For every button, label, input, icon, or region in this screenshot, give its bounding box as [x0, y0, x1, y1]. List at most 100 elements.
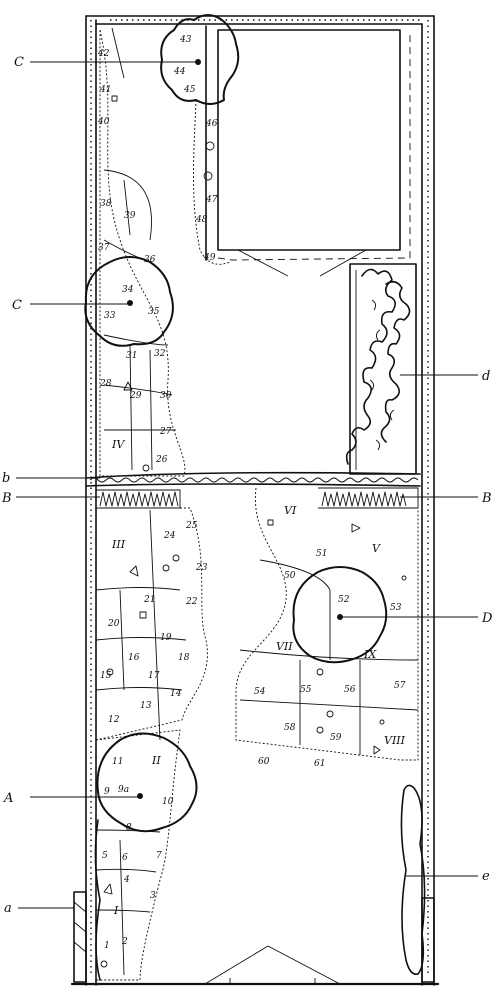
stone-number: 12: [108, 715, 120, 725]
stone-number: 13: [140, 701, 152, 711]
stone-number: 8: [126, 823, 132, 833]
stone-number: 31: [126, 351, 137, 361]
stone-number: 52: [338, 595, 350, 605]
stone-number: 59: [330, 733, 342, 743]
section-i: I: [113, 904, 119, 917]
stone-number: 11: [112, 757, 123, 767]
stone-number: 3: [150, 891, 156, 901]
callout-lines: [16, 61, 478, 909]
section-viii: VIII: [384, 734, 406, 747]
stone-number: 27: [159, 427, 172, 437]
gravel-band: [85, 471, 421, 487]
stone-number: 9a: [118, 785, 129, 795]
tree-low: [96, 732, 198, 833]
stone-number: 20: [107, 619, 120, 629]
stone-number: 28: [99, 379, 112, 389]
stone-number: 5: [102, 851, 108, 861]
callout-c-top: C: [14, 55, 24, 70]
stone-number: 1: [104, 941, 110, 951]
stone-number: 48: [195, 215, 208, 225]
stone-number: 43: [179, 35, 192, 45]
stone-number: 40: [97, 117, 110, 127]
section-vii: VII: [276, 640, 293, 653]
stone-number: 46: [205, 119, 218, 129]
callout-labels: C C b B A a d B D e: [1, 55, 493, 916]
grass-band-left: [96, 489, 181, 509]
stone-number: 22: [185, 597, 198, 607]
section-iii: III: [111, 538, 126, 551]
stone-number: 47: [205, 195, 218, 205]
stone-number: 21: [143, 595, 155, 605]
stepping-stone-path-middle: [95, 507, 208, 741]
planting-bed: [345, 263, 417, 475]
section-vi: VI: [284, 504, 297, 517]
stone-number: 60: [258, 757, 270, 767]
stone-number: 9: [104, 787, 110, 797]
section-iv: IV: [111, 438, 125, 451]
plant-symbols: [100, 95, 407, 968]
stone-number: 37: [98, 243, 110, 253]
callout-a-upper: A: [3, 791, 13, 806]
stone-number: 50: [284, 571, 296, 581]
stone-number: 18: [178, 653, 190, 663]
callout-a-lower: a: [4, 901, 12, 916]
section-ii: II: [151, 754, 161, 767]
stone-number: 33: [104, 311, 116, 321]
stone-number: 44: [173, 67, 186, 77]
stone-number: 15: [100, 671, 112, 681]
stone-number: 19: [160, 633, 172, 643]
gate-post: [73, 891, 435, 983]
stone-number: 4: [123, 875, 130, 885]
building-outline: [111, 25, 411, 277]
stone-number: 41: [99, 85, 111, 95]
tree-mid: [84, 256, 174, 347]
callout-b-left: B: [1, 491, 12, 506]
stone-numbers-middle: 24 25 23 21 22 20 19 16 18 17 15 14 13 1…: [100, 521, 208, 725]
stone-number: 36: [144, 255, 156, 265]
stone-number: 24: [163, 531, 176, 541]
stone-numbers-right: 51 50 52 53 55 56 57 54 58 59 60 61: [254, 549, 406, 769]
tree-top: [160, 14, 240, 105]
stone-number: 7: [156, 851, 162, 861]
stone-number: 6: [122, 853, 128, 863]
stone-number: 39: [124, 211, 136, 221]
callout-b-right: B: [481, 491, 492, 506]
stone-number: 57: [394, 681, 406, 691]
stone-number: 61: [314, 759, 325, 769]
callout-b-lower: b: [2, 471, 10, 486]
section-ix: IX: [363, 648, 377, 661]
section-v: V: [372, 542, 381, 555]
callout-e: e: [482, 869, 490, 884]
stone-number: 10: [162, 797, 174, 807]
stone-number: 45: [183, 85, 196, 95]
stone-number: 54: [254, 687, 266, 697]
stone-number: 56: [344, 685, 356, 695]
stone-number: 58: [284, 723, 296, 733]
stone-number: 51: [316, 549, 327, 559]
stepping-stone-path-right: [235, 487, 419, 761]
stone-number: 16: [128, 653, 140, 663]
stone-number: 35: [148, 307, 160, 317]
stone-number: 42: [97, 49, 110, 59]
stone-number: 17: [148, 671, 160, 681]
stepping-stone-path-lower: [95, 729, 181, 981]
stone-number: 23: [195, 563, 208, 573]
stone-number: 55: [300, 685, 312, 695]
callout-c-mid: C: [12, 298, 22, 313]
stone-numbers-upper: 42 43 44 45 41 40 46 47 48 49 38 39 37 3…: [97, 35, 218, 465]
stone-number: 49: [203, 253, 216, 263]
stone-number: 2: [121, 937, 128, 947]
garden-boundary: [70, 15, 440, 986]
section-labels: I II III IV V VI VII VIII IX: [111, 438, 406, 917]
callout-d-upper: D: [481, 611, 493, 626]
stone-number: 38: [100, 199, 112, 209]
stone-number: 25: [185, 521, 198, 531]
stone-number: 34: [122, 285, 134, 295]
stone-number: 26: [155, 455, 168, 465]
grass-band-right: [318, 487, 419, 509]
stone-number: 32: [154, 349, 166, 359]
stone-number: 53: [390, 603, 402, 613]
stone-numbers-lower: 11 9a 9 10 8 5 6 7 4 3 2 1: [102, 757, 174, 951]
stepping-stone-path-upper: [99, 29, 186, 477]
